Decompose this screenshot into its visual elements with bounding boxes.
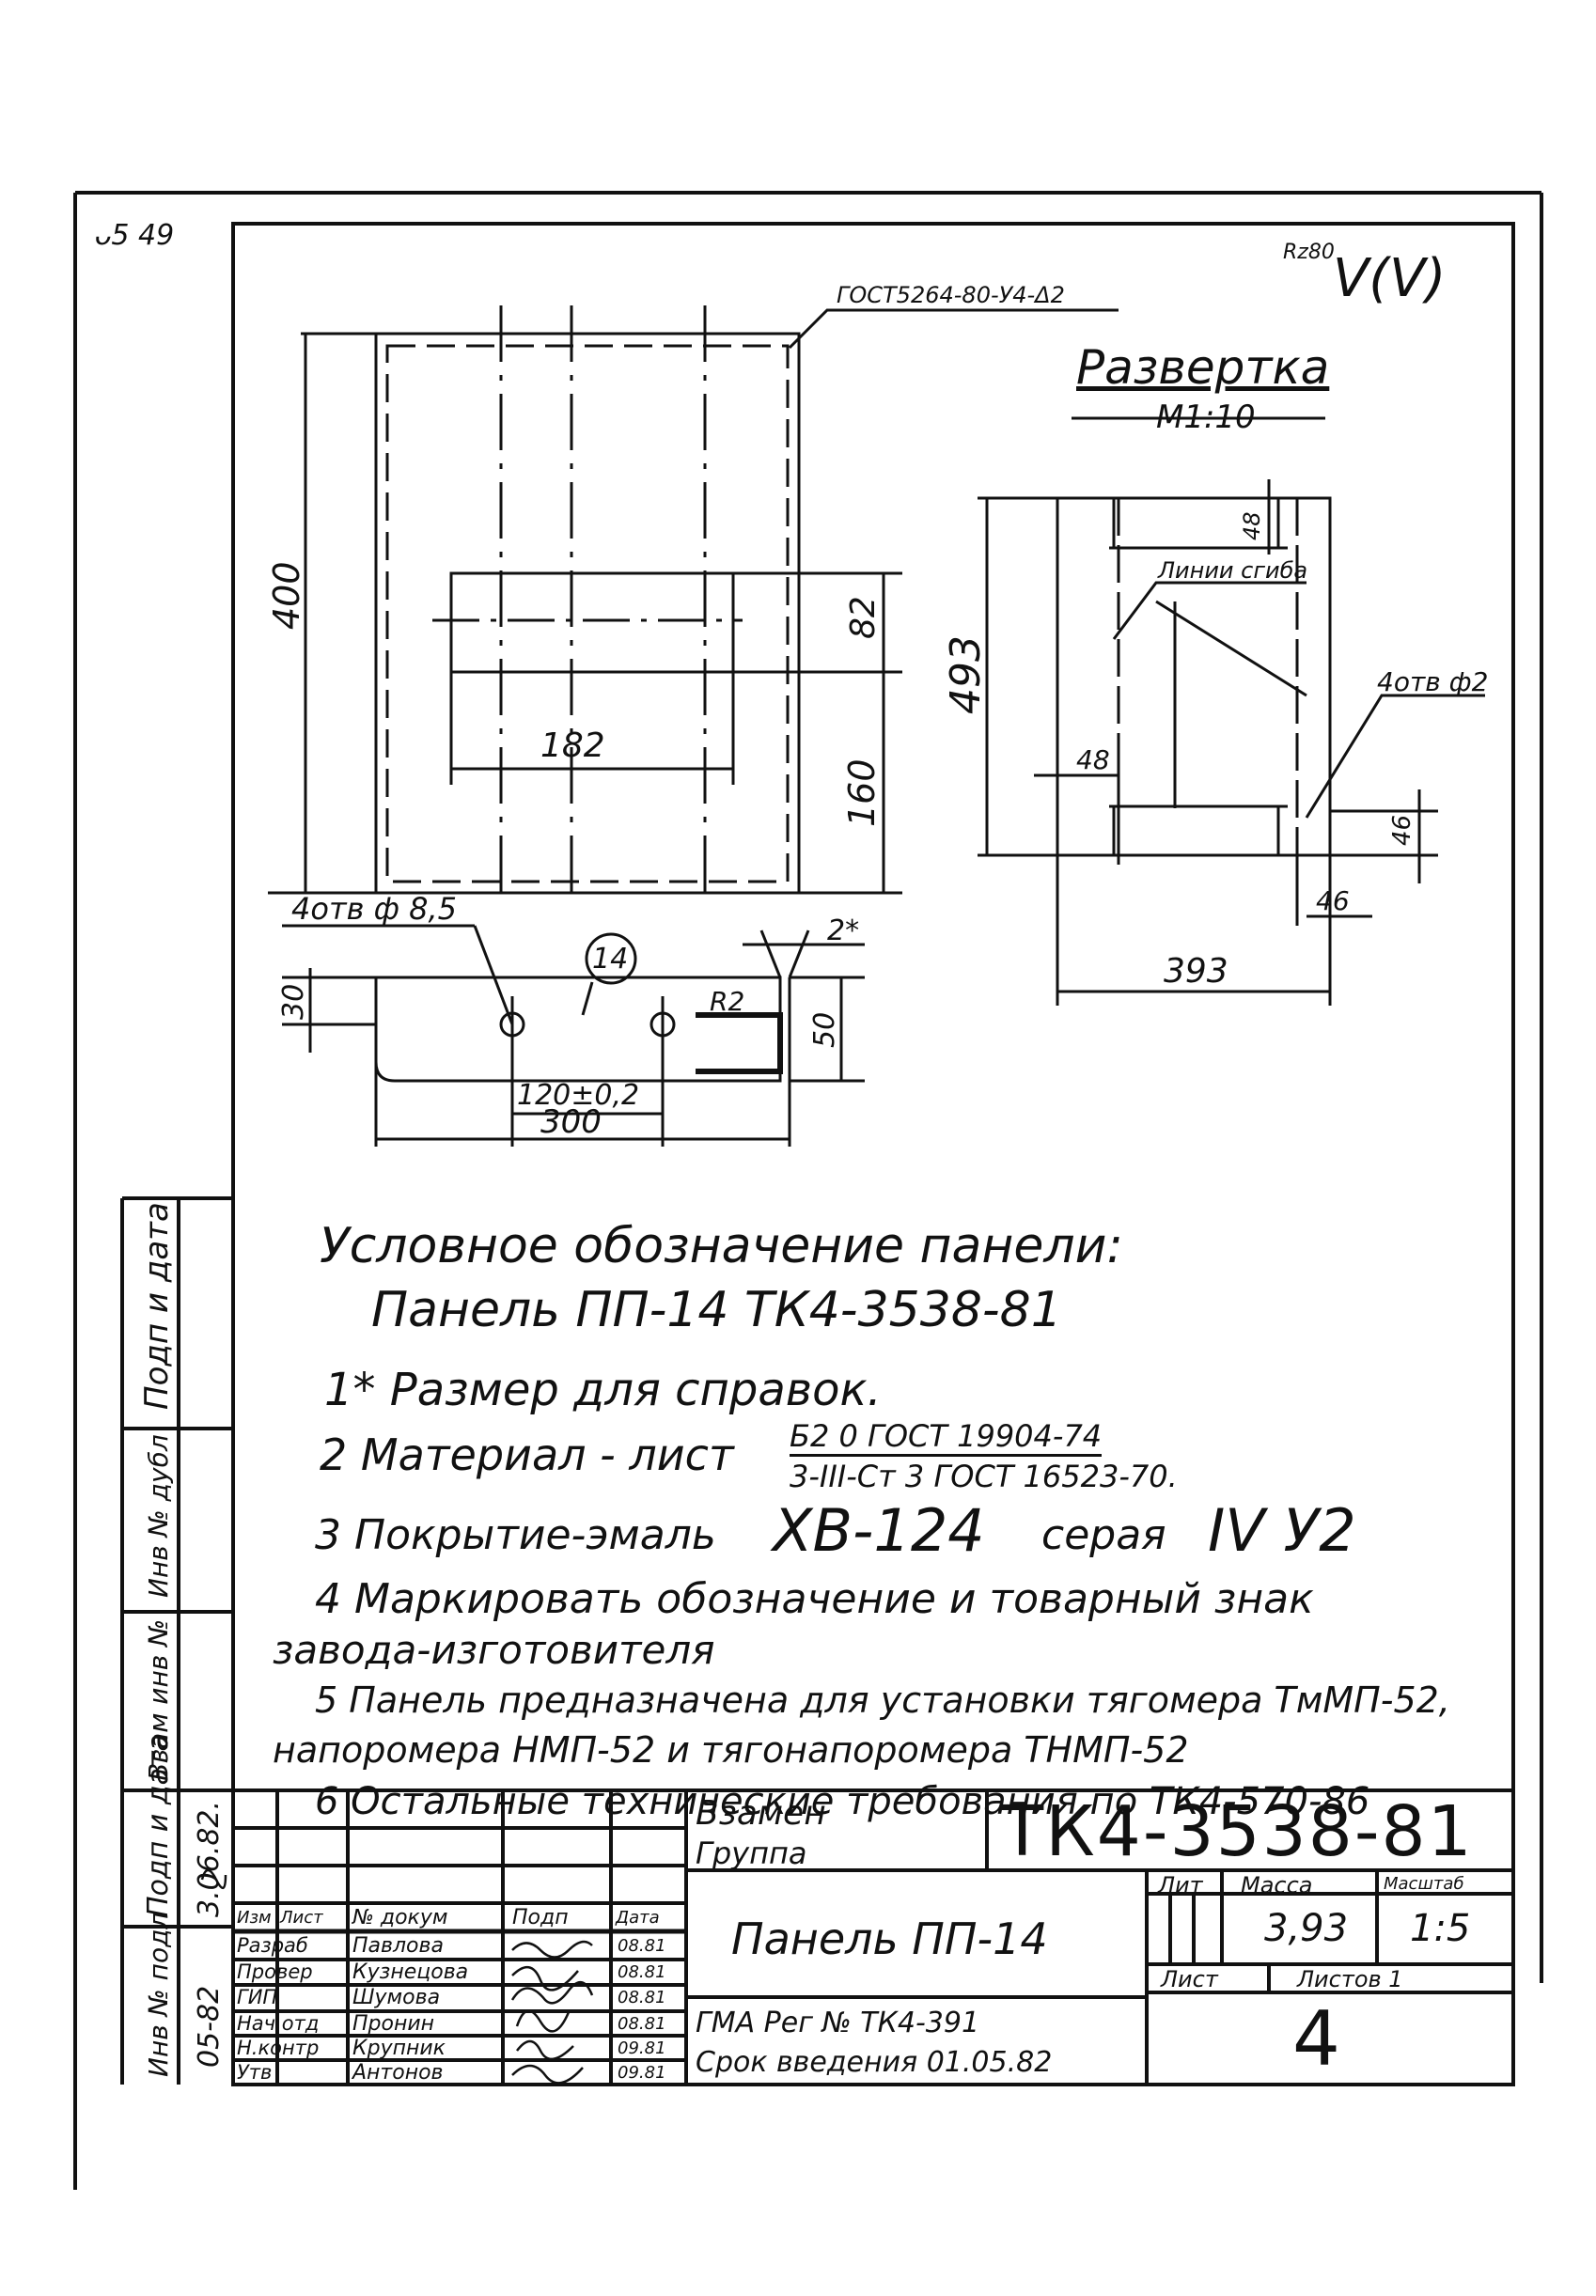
row-date: 08.81 xyxy=(618,2014,666,2034)
weld-reference: ГОСТ5264-80-У4-Δ2 xyxy=(837,282,1065,308)
row-name: Кузнецова xyxy=(352,1960,469,1984)
stamp-inv-dubl: Инв № дубл xyxy=(143,1434,174,1598)
roughness-value: Rz80 xyxy=(1283,241,1335,264)
mass-label: Масса xyxy=(1241,1872,1313,1898)
note-2-material-bottom: 3-III-Ст 3 ГОСТ 16523-70. xyxy=(790,1459,1178,1494)
stamp-replaced-inv: Взам инв № xyxy=(143,1619,174,1781)
development-scale: М1:10 xyxy=(1156,398,1256,436)
header-sign: Подп xyxy=(512,1906,569,1929)
bend-lines-label: Линии сгиба xyxy=(1157,557,1307,584)
row-role: Н.контр xyxy=(237,2037,320,2059)
scale-label: Масштаб xyxy=(1384,1874,1464,1894)
row-date: 08.81 xyxy=(618,1988,666,2007)
row-role: Нач.отд xyxy=(237,2012,320,2035)
dim-400: 400 xyxy=(266,561,307,630)
replaces-label: Взамен xyxy=(696,1794,826,1833)
note-4-line-1: 4 Маркировать обозначение и товарный зна… xyxy=(315,1575,1314,1623)
row-name: Пронин xyxy=(352,2012,435,2036)
stamp-sign-date-1: Подп и дата xyxy=(138,1202,176,1410)
row-role: Провер xyxy=(237,1960,313,1983)
side-sign-date: 3.06.82. xyxy=(193,1801,226,1917)
designation-title: Условное обозначение панели: xyxy=(320,1218,1123,1274)
dim-30: 30 xyxy=(277,984,310,1020)
dim-2-star: 2* xyxy=(827,914,859,947)
product-name: Панель ПП-14 xyxy=(731,1913,1048,1964)
note-2-prefix: 2 Материал - лист xyxy=(320,1429,734,1480)
corner-mark: ᴗ5 49 xyxy=(94,219,174,252)
note-3-class: IV У2 xyxy=(1208,1496,1356,1565)
header-sheet: Лист xyxy=(280,1908,323,1928)
designation: Панель ПП-14 ТК4-3538-81 xyxy=(371,1282,1062,1338)
row-name: Антонов xyxy=(352,2061,444,2085)
radius-label: R2 xyxy=(710,986,744,1017)
signatures xyxy=(200,1868,594,2085)
side-stamp-grid xyxy=(120,1196,233,2085)
row-role: Разраб xyxy=(237,1934,308,1957)
intro-date: Срок введения 01.05.82 xyxy=(696,2046,1053,2079)
sheet-label: Лист xyxy=(1161,1966,1218,1992)
note-1: 1* Размер для справок. xyxy=(324,1364,882,1416)
panel-top-view xyxy=(268,305,1119,902)
sheet-frame xyxy=(73,191,1543,2190)
dim-82: 82 xyxy=(844,596,883,639)
panel-section-view xyxy=(282,924,865,1147)
row-role: Утв xyxy=(237,2061,273,2084)
header-date: Дата xyxy=(616,1908,660,1928)
development-title: Развертка xyxy=(1076,340,1329,395)
note-5-line-1: 5 Панель предназначена для установки тяг… xyxy=(315,1679,1450,1721)
holes-8-5: 4отв ф 8,5 xyxy=(291,891,457,927)
side-inv-number: 05-82 xyxy=(193,1986,226,2068)
stamp-sign-date-2: Подп и дата xyxy=(142,1734,175,1917)
dim-160: 160 xyxy=(841,758,883,827)
document-code: ТК4-3538-81 xyxy=(1001,1791,1474,1872)
note-4-line-2: завода-изготовителя xyxy=(273,1627,715,1673)
sheets-label: Листов 1 xyxy=(1297,1966,1403,1992)
title-block-grid xyxy=(233,1788,1513,2085)
note-3-enamel: ХВ-124 xyxy=(773,1496,985,1565)
dim-393: 393 xyxy=(1164,952,1228,991)
roughness-symbol: V(V) xyxy=(1333,248,1446,309)
dim-46-vertical: 46 xyxy=(1388,815,1416,846)
row-role: ГИП xyxy=(237,1986,278,2008)
note-6: 6 Остальные технические требования по ТК… xyxy=(315,1780,1370,1823)
scale-value: 1:5 xyxy=(1410,1907,1471,1950)
dim-48-top: 48 xyxy=(1239,511,1265,540)
header-doc-no: № докум xyxy=(352,1906,448,1929)
note-3-prefix: 3 Покрытие-эмаль xyxy=(315,1511,716,1559)
row-name: Павлова xyxy=(352,1934,444,1958)
row-name: Крупник xyxy=(352,2037,446,2060)
dim-50: 50 xyxy=(808,1012,841,1048)
row-date: 09.81 xyxy=(618,2063,666,2083)
note-2-material-top: Б2 0 ГОСТ 19904-74 xyxy=(790,1421,1103,1457)
development-view xyxy=(978,416,1485,1006)
item-number: 14 xyxy=(592,943,628,976)
dim-48-left: 48 xyxy=(1076,744,1110,775)
stamp-inv-orig: Инв № подл xyxy=(143,1913,174,2077)
row-date: 09.81 xyxy=(618,2038,666,2058)
note-5-line-2: напоромера НМП-52 и тягонапоромера ТНМП-… xyxy=(273,1729,1189,1771)
dim-300: 300 xyxy=(540,1103,602,1141)
dim-46-horizontal: 46 xyxy=(1316,885,1350,916)
row-name: Шумова xyxy=(352,1986,441,2009)
dim-120: 120±0,2 xyxy=(517,1079,639,1112)
registration: ГМА Рег № ТК4-391 xyxy=(696,2007,980,2039)
holes-2: 4отв ф2 xyxy=(1377,666,1488,697)
row-date: 08.81 xyxy=(618,1936,666,1956)
mass-value: 3,93 xyxy=(1264,1907,1349,1950)
header-change: Изм xyxy=(237,1908,272,1928)
group-label: Группа xyxy=(696,1835,807,1871)
lit-label: Лит xyxy=(1158,1872,1203,1898)
sheet-number: 4 xyxy=(1292,1995,1340,2083)
row-date: 08.81 xyxy=(618,1962,666,1982)
dim-182: 182 xyxy=(540,726,605,765)
dim-493: 493 xyxy=(942,635,990,714)
note-3-color: серая xyxy=(1041,1511,1166,1559)
